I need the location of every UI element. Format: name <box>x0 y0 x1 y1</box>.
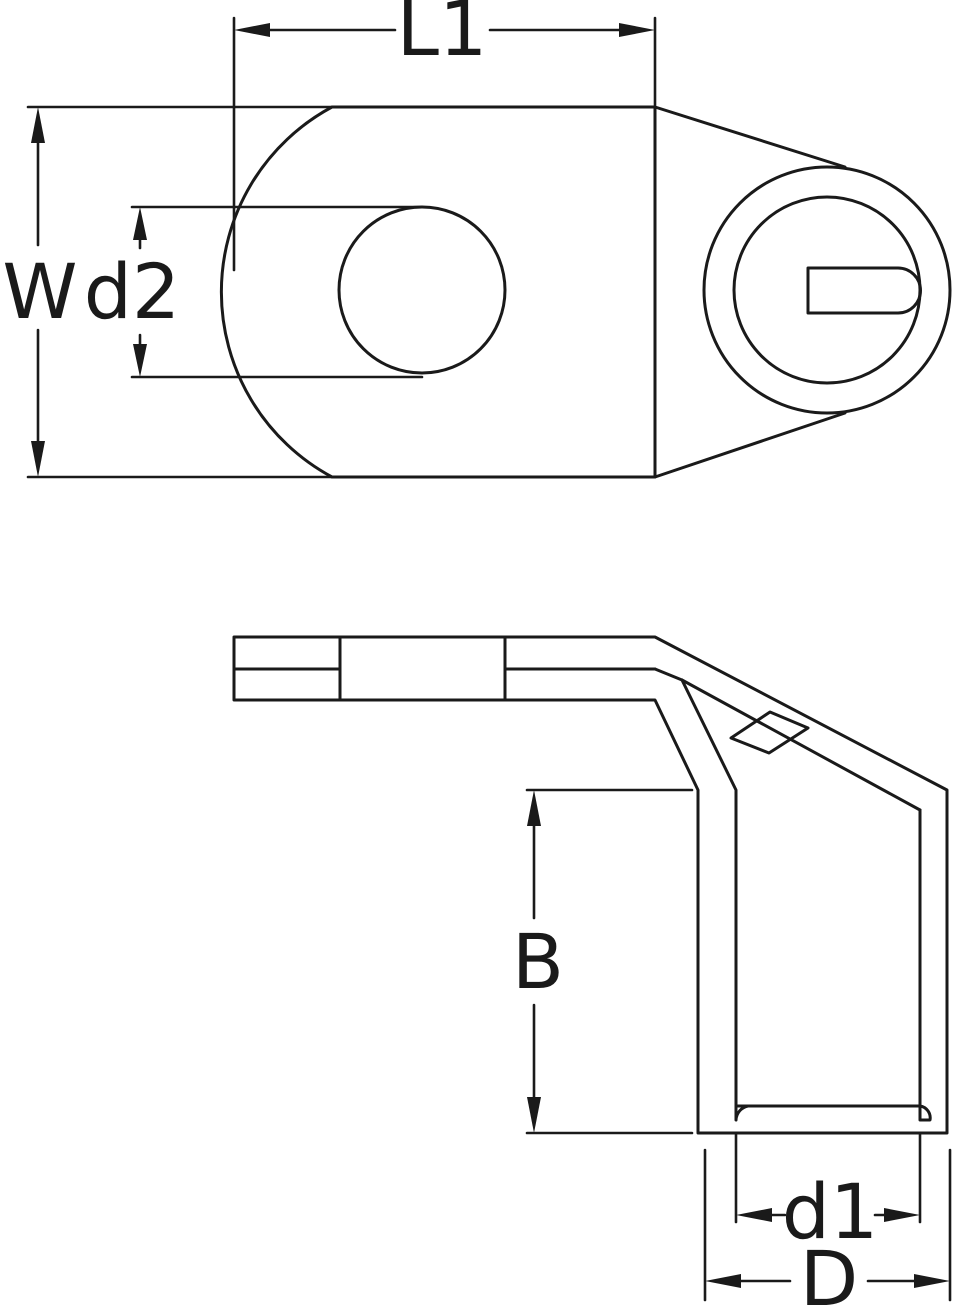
label-w: W <box>2 247 77 336</box>
dimension-d: D <box>703 1148 952 1309</box>
label-l1: L1 <box>397 0 488 73</box>
inspection-slot <box>806 266 922 315</box>
top-view <box>219 105 952 479</box>
bolt-hole <box>337 205 507 375</box>
dimension-l1: L1 <box>232 0 657 272</box>
dimension-w: W <box>2 105 334 479</box>
dimension-d1: d1 <box>734 1131 922 1256</box>
side-outer-profile <box>232 635 949 1135</box>
dimension-d2: d2 <box>84 205 424 379</box>
side-view <box>232 635 949 1135</box>
dimension-b: B <box>512 788 694 1135</box>
side-inner-barrel <box>680 678 932 1122</box>
label-d2: d2 <box>84 247 181 336</box>
blade-outline <box>219 105 657 479</box>
neck-taper-upper <box>653 105 847 169</box>
inspection-window <box>729 710 810 755</box>
neck-taper-lower <box>653 411 847 479</box>
barrel-outer-circle <box>702 165 952 415</box>
label-d: D <box>800 1234 859 1309</box>
label-b: B <box>512 917 564 1006</box>
barrel-inner-circle <box>732 195 922 385</box>
label-d1: d1 <box>782 1167 879 1256</box>
